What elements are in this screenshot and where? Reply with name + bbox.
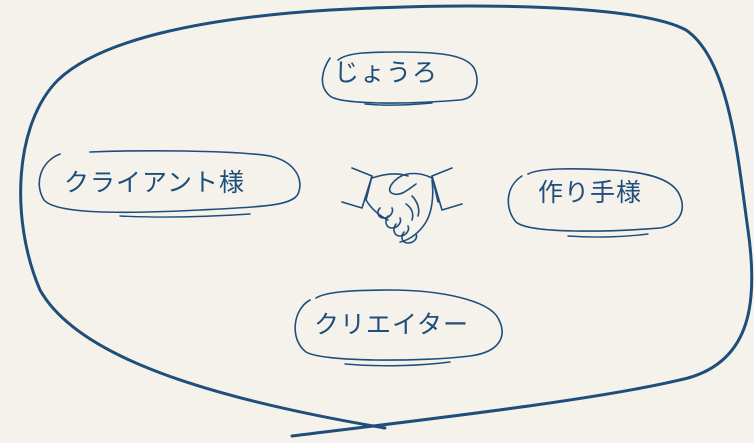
outer-loop (19, 4, 754, 438)
bubble-jouro (321, 51, 478, 104)
bubble-creator (294, 289, 503, 361)
bubble-maker-underline (567, 233, 649, 238)
node-label-jouro: じょうろ (334, 58, 439, 87)
node-label-creator: クリエイター (314, 310, 470, 339)
bubble-creator-underline (344, 361, 451, 367)
node-label-client: クライアント様 (64, 168, 246, 197)
node-label-maker: 作り手様 (538, 178, 643, 207)
bubble-client-underline (119, 213, 251, 218)
bubble-maker (507, 168, 684, 232)
bubble-jouro-underline (364, 102, 433, 106)
bubble-client (38, 150, 301, 214)
handshake-icon (341, 167, 463, 244)
